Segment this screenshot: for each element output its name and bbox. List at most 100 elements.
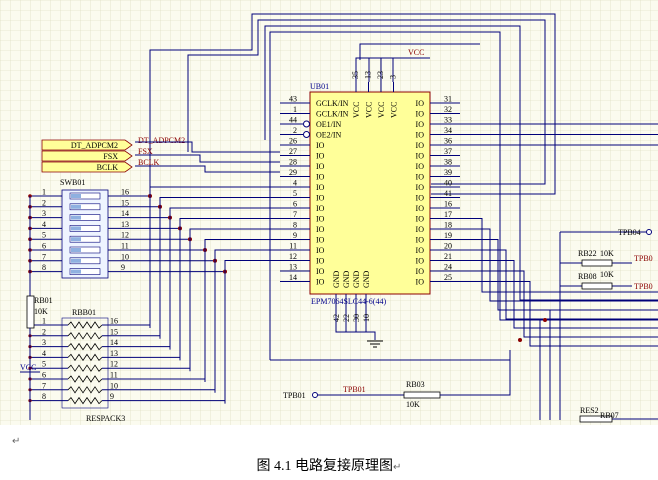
chip-bottom-pin-name: GND	[352, 270, 361, 288]
ground-symbol	[335, 319, 383, 348]
chip-bottom-pin-name: GND	[342, 270, 351, 288]
respack-right-num: 9	[110, 392, 114, 401]
chip-left-pin-name: OE2/IN	[316, 131, 342, 140]
chip-left-pin-name: IO	[316, 267, 325, 276]
rb22-value: 10K	[600, 249, 614, 258]
respack-right-num: 11	[110, 371, 118, 380]
rb08-value: 10K	[600, 270, 614, 279]
chip-right-pin-name: IO	[416, 173, 425, 182]
rb07-ref: RB07	[600, 411, 619, 420]
net-label: DT_ADPCM2	[138, 136, 185, 145]
respack-left-num: 6	[42, 371, 46, 380]
chip-right-pin-num: 34	[444, 126, 452, 135]
chip-right-pin-name: IO	[416, 215, 425, 224]
chip-left-pin-num: 9	[293, 231, 297, 240]
switch-ref: SWB01	[60, 178, 85, 187]
switch-left-num: 3	[42, 209, 46, 218]
switch-right-num: 11	[121, 242, 129, 251]
figure-caption: 图 4.1 电路复接原理图↵	[0, 455, 658, 475]
chip-right-pin-name: IO	[416, 141, 425, 150]
respack-left-num: 3	[42, 338, 46, 347]
net-label: BCLK	[138, 158, 160, 167]
respack-right-num: 12	[110, 360, 118, 369]
chip-right-pin-num: 41	[444, 189, 452, 198]
chip-top-pin-num: 3	[389, 75, 398, 79]
rb03-value: 10K	[406, 400, 420, 409]
chip-right-pin-name: IO	[416, 257, 425, 266]
chip-right-pin-name: IO	[416, 236, 425, 245]
chip-top-pin-num: 35	[351, 71, 360, 79]
chip-right-pin-name: IO	[416, 225, 425, 234]
switch-right-num: 15	[121, 198, 129, 207]
switch-right-num: 12	[121, 231, 129, 240]
chip-left-pin-num: 14	[289, 273, 297, 282]
chip-left-pin-num: 28	[289, 158, 297, 167]
chip-left-pin-num: 6	[293, 200, 297, 209]
respack-name: RESPACK3	[86, 414, 125, 423]
respack-ref: RBB01	[72, 308, 96, 317]
chip-left-pin-num: 11	[289, 242, 297, 251]
res2-ref: RES2	[580, 406, 599, 415]
rb08-net: TPB0	[634, 282, 653, 291]
rb22-ref: RB22	[578, 249, 597, 258]
chip-left-pin-num: 4	[293, 179, 297, 188]
chip-right-pin-num: 21	[444, 252, 452, 261]
chip-top-pin-name: VCC	[365, 102, 374, 118]
chip-left-pin-name: OE1/IN	[316, 120, 342, 129]
chip-left-pin-num: 2	[293, 126, 297, 135]
tpb01-net: TPB01 TPB01 RB03 10K	[283, 350, 511, 409]
chip-left-pin-num: 12	[289, 252, 297, 261]
chip-left-pin-name: IO	[316, 194, 325, 203]
rb01-value: 10K	[34, 307, 48, 316]
chip-bottom-pin-num: 10	[362, 314, 371, 322]
chip-top-pin-name: VCC	[377, 102, 386, 118]
chip-body	[309, 91, 431, 295]
chip-right-pin-num: 32	[444, 105, 452, 114]
chip-bottom-pin-num: 22	[342, 314, 351, 322]
port-wires	[135, 141, 280, 173]
caption-paragraph-mark: ↵	[393, 462, 402, 473]
port-label: FSX	[103, 152, 118, 161]
tpb04-testpoint: TPB04	[618, 228, 652, 237]
chip-top-pin-num: 13	[364, 71, 373, 79]
chip-right-pin-num: 33	[444, 116, 452, 125]
switch-right-num: 13	[121, 220, 129, 229]
chip-right-pin-name: IO	[416, 99, 425, 108]
rb08-resistor: RB08 10K TPB0	[578, 270, 653, 291]
respack-left-num: 8	[42, 392, 46, 401]
chip-left-pin-num: 1	[293, 105, 297, 114]
switch-left-num: 1	[42, 188, 46, 197]
respack-right-num: 15	[110, 327, 118, 336]
rb22-net: TPB0	[634, 254, 653, 263]
chip-right-pin-name: IO	[416, 120, 425, 129]
respack-left-num: 1	[42, 317, 46, 326]
chip-right-pin-name: IO	[416, 183, 425, 192]
respack-left-num: 7	[42, 381, 46, 390]
switch-right-num: 9	[121, 263, 125, 272]
chip-part: EPM7064SLC44-6(44)	[311, 297, 386, 306]
respack-left-num: 4	[42, 349, 46, 358]
caption-text: 图 4.1 电路复接原理图	[256, 459, 394, 474]
chip-ref: UB01	[310, 82, 329, 91]
chip-right-pin-num: 24	[444, 263, 452, 272]
chip-left-pin-name: IO	[316, 278, 325, 287]
chip-left-pin-name: IO	[316, 141, 325, 150]
chip-right-pins: 31IO32IO33IO34IO36IO37IO38IO39IO40IO41IO…	[416, 95, 460, 287]
chip-right-pin-num: 19	[444, 231, 452, 240]
chip-left-pin-name: IO	[316, 236, 325, 245]
chip-left-pin-name: IO	[316, 215, 325, 224]
chip-right-pin-num: 20	[444, 242, 452, 251]
chip-top-pin-name: VCC	[352, 102, 361, 118]
chip-right-pin-num: 25	[444, 273, 452, 282]
tpb01-net-label: TPB01	[343, 385, 366, 394]
chip-left-pin-name: GCLK/IN	[316, 110, 349, 119]
chip-right-pin-name: IO	[416, 110, 425, 119]
respack-left-num: 2	[42, 327, 46, 336]
rb22-resistor: RB22 10K TPB0	[578, 249, 653, 267]
rb01-ref: RB01	[34, 296, 53, 305]
vcc-left-label: VCC	[20, 363, 36, 372]
chip-left-pin-num: 5	[293, 189, 297, 198]
